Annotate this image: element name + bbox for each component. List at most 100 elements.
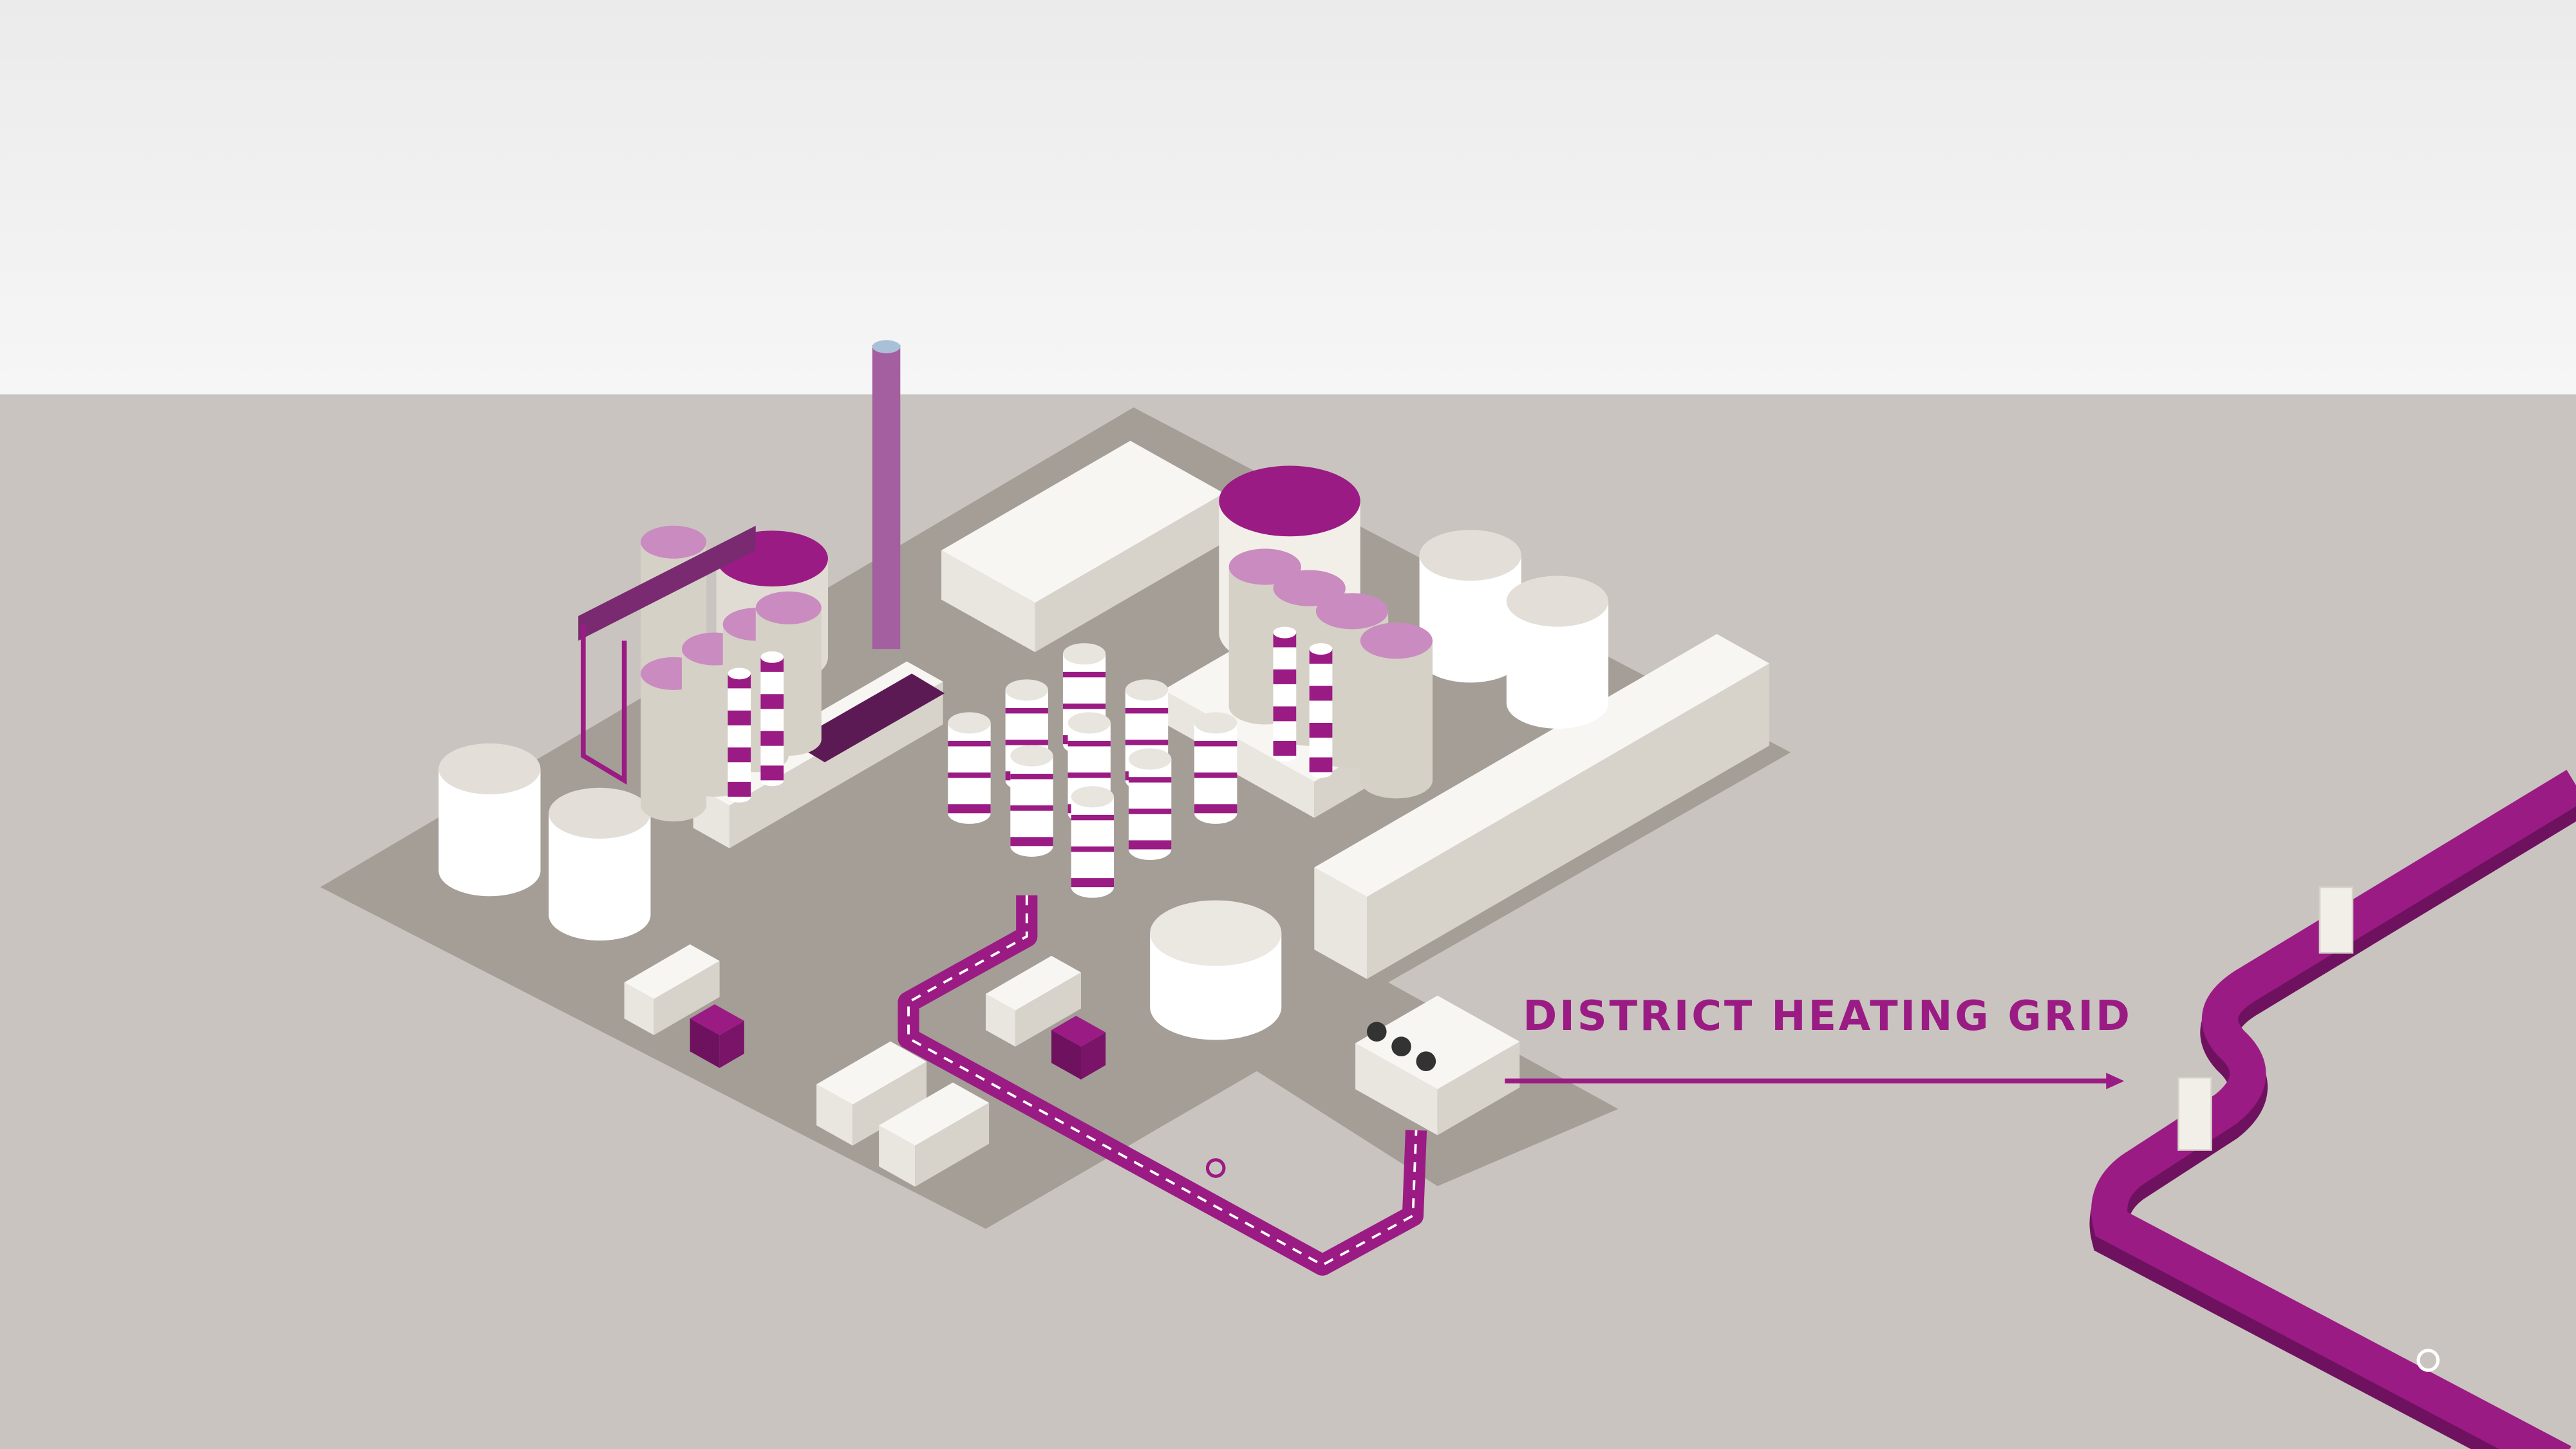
striped-stack-band: [1309, 722, 1333, 738]
striped-stack-band: [1273, 706, 1297, 722]
fan-icon: [1366, 1022, 1387, 1042]
warehouse-side: [941, 550, 1035, 653]
heat-exchanger-unit-roof: [1355, 995, 1520, 1090]
valve-icon: [2416, 1349, 2440, 1372]
truck-cab-roof: [1051, 1015, 1106, 1047]
process-column: [1128, 748, 1172, 861]
plant-pipeline: [898, 895, 1427, 1276]
process-column-body: [948, 722, 991, 814]
process-column-body: [1010, 755, 1053, 846]
stack-building-side: [1223, 731, 1315, 818]
pipe-support: [2318, 886, 2354, 954]
striped-stack-body: [760, 657, 784, 781]
storage-tank-top: [438, 743, 541, 794]
striped-stack-band: [1273, 741, 1297, 756]
sky: [0, 0, 2576, 397]
process-column-band: [1010, 805, 1053, 811]
silo-top: [1273, 570, 1346, 606]
small-house-roof: [879, 1082, 990, 1146]
valve-icon: [1205, 1158, 1226, 1178]
process-column-band: [1062, 703, 1106, 709]
process-column-top: [1071, 786, 1114, 808]
process-column: [1194, 712, 1237, 824]
process-column-band: [1194, 741, 1237, 747]
process-column-band: [1005, 740, 1048, 745]
storage-tank: [549, 787, 651, 941]
water-tank: [1150, 900, 1282, 1040]
process-column-band: [1010, 774, 1053, 780]
process-column: [1010, 745, 1053, 857]
striped-stack-band: [728, 710, 751, 725]
plant-structures: [438, 340, 1770, 1187]
silo-body: [1360, 640, 1433, 781]
silo-top: [1315, 593, 1389, 630]
small-house: [879, 1082, 990, 1187]
fan-icon: [1391, 1036, 1411, 1057]
striped-stack-band: [728, 781, 751, 797]
process-column-band: [1125, 707, 1169, 714]
striped-stack-band: [760, 765, 784, 781]
process-column-band: [1071, 846, 1114, 852]
heat-exchanger-unit-front: [1437, 1042, 1520, 1136]
gantry-frame: [581, 624, 627, 785]
truck-trailer-front: [1015, 972, 1081, 1047]
small-house-roof: [816, 1041, 927, 1105]
long-shed-front: [1366, 663, 1770, 979]
process-column-body: [1071, 796, 1114, 888]
storage-tank-top: [549, 787, 651, 839]
heat-exchanger-unit: [1355, 995, 1520, 1136]
silo-top: [755, 591, 822, 624]
striped-stack-band: [1309, 757, 1333, 772]
process-column-top: [1010, 745, 1053, 767]
process-column-band: [948, 804, 991, 814]
truck-trailer-roof: [985, 955, 1081, 1011]
process-column-band: [948, 741, 991, 747]
process-column-band: [1005, 707, 1048, 714]
striped-stack-top: [728, 668, 751, 680]
process-column-band: [1062, 671, 1106, 678]
process-column-band: [1128, 809, 1172, 814]
small-house-front: [852, 1061, 927, 1146]
fan-icon: [1416, 1051, 1436, 1072]
process-column-body: [1128, 759, 1172, 850]
process-column-band: [1128, 777, 1172, 783]
process-column-band: [1067, 741, 1111, 747]
truck-trailer-side: [624, 982, 654, 1036]
striped-stack-top: [1273, 626, 1297, 639]
process-column-band: [1194, 804, 1237, 814]
storage-tank: [1506, 575, 1609, 729]
truck-trailer-front: [653, 960, 720, 1036]
process-column-top: [948, 712, 991, 734]
striped-stack: [728, 668, 751, 803]
striped-stack-band: [1309, 686, 1333, 701]
truck-trailer: [624, 944, 720, 1036]
warehouse: [941, 440, 1224, 653]
long-shed-roof: [1314, 633, 1770, 897]
process-column-top: [1194, 712, 1237, 734]
storage-tank-top: [1506, 575, 1609, 627]
main-chimney: [872, 344, 901, 650]
process-column-band: [1067, 772, 1111, 778]
striped-stack-band: [760, 694, 784, 709]
truck-cab-front: [719, 1020, 744, 1069]
silo: [1360, 622, 1433, 799]
process-column-top: [1067, 712, 1111, 734]
process-column: [948, 712, 991, 824]
steel-gantry: [578, 525, 756, 641]
process-column-band: [1125, 740, 1169, 745]
storage-tank-top: [1419, 530, 1521, 581]
striped-stack: [760, 651, 784, 787]
small-house-side: [879, 1125, 916, 1187]
warehouse-front: [1035, 493, 1224, 653]
process-column-top: [1128, 748, 1172, 770]
small-house: [816, 1041, 927, 1146]
striped-stack-top: [760, 651, 784, 663]
process-column-top: [1005, 679, 1048, 701]
pipe-support: [2177, 1076, 2212, 1151]
striped-stack-band: [760, 731, 784, 746]
heat-exchanger-unit-side: [1355, 1043, 1438, 1136]
striped-stack-band: [1273, 669, 1297, 684]
storage-tank: [438, 743, 541, 897]
